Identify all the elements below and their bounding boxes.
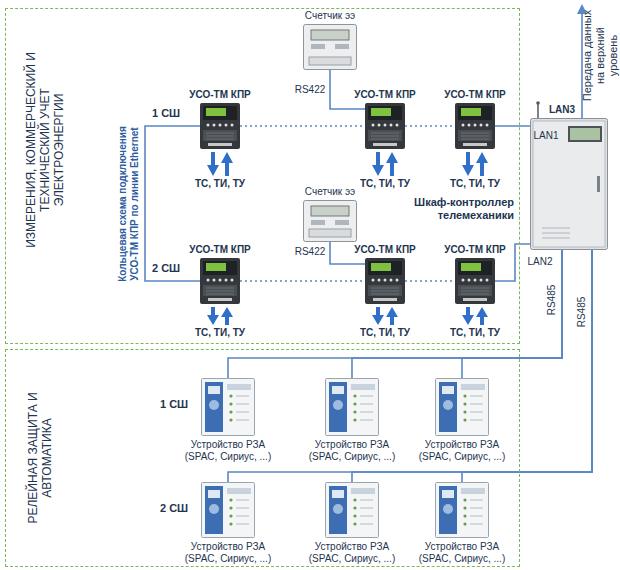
energy-meter: Счетчик ээ: [303, 200, 357, 242]
device-label: УСО-ТМ КПР: [189, 89, 250, 101]
connector: [240, 280, 365, 282]
busbar-label: 2 СШ: [160, 502, 188, 515]
device-label: УСО-ТМ КПР: [354, 244, 415, 256]
meter-picture: [303, 200, 357, 242]
rza-picture: [435, 378, 489, 436]
io-module: УСО-ТМ КПР: [365, 258, 405, 304]
energy-meter: Счетчик ээ: [303, 24, 357, 70]
busbar-label: 1 СШ: [160, 398, 188, 411]
connector: [405, 280, 455, 282]
device-label: УСО-ТМ КПР: [444, 244, 505, 256]
connector: [405, 125, 455, 127]
uso-picture: [200, 103, 240, 149]
io-module: УСО-ТМ КПР: [200, 103, 240, 149]
signal-label: ТС, ТИ, ТУ: [360, 327, 410, 339]
device-label: Устройство РЗА (SPAC, Сириус, ...): [176, 541, 280, 565]
connector: [228, 250, 592, 482]
cabinet-label: Шкаф-контроллер телемеханики: [402, 196, 514, 222]
region-frame: Устройство РЗА (SPAC, Сириус, ...)Устрой…: [5, 349, 520, 567]
io-module: УСО-ТМ КПР: [200, 258, 240, 304]
connector: [145, 126, 200, 281]
device-label: УСО-ТМ КПР: [444, 89, 505, 101]
edge-label: Кольцевая схема подключения УСО-ТМ КПР п…: [116, 122, 140, 287]
uso-picture: [455, 258, 495, 304]
device-label: Устройство РЗА (SPAC, Сириус, ...): [300, 439, 404, 463]
region-frame: Счетчик ээУСО-ТМ КПРУСО-ТМ КПРУСО-ТМ КПР…: [5, 8, 520, 344]
connector: [495, 125, 530, 127]
relay-protection-device: Устройство РЗА (SPAC, Сириус, ...): [201, 378, 255, 436]
device-label: УСО-ТМ КПР: [354, 89, 415, 101]
edge-label: RS422: [295, 84, 326, 96]
connector: [240, 125, 365, 127]
edge-label: RS422: [295, 246, 326, 258]
dashed-frame: [5, 8, 520, 344]
edge-label: RS485: [546, 280, 558, 320]
edge-label: RS485: [576, 292, 588, 332]
relay-protection-device: Устройство РЗА (SPAC, Сириус, ...): [325, 482, 379, 538]
busbar-label: 1 СШ: [152, 107, 180, 120]
edge-label: LAN1: [533, 130, 558, 142]
uso-picture: [365, 258, 405, 304]
note-label: Передача данных на верхний уровень: [581, 5, 620, 105]
rza-picture: [201, 482, 255, 538]
rza-picture: [201, 378, 255, 436]
region-title: РЕЛЕЙНАЯ ЗАЩИТА И АВТОМАТИКА: [26, 383, 54, 533]
signal-label: ТС, ТИ, ТУ: [195, 327, 245, 339]
signal-label: ТС, ТИ, ТУ: [450, 178, 500, 190]
device-label: Устройство РЗА (SPAC, Сириус, ...): [176, 439, 280, 463]
io-module: УСО-ТМ КПР: [455, 103, 495, 149]
connector: [228, 250, 562, 378]
edge-label: LAN2: [527, 256, 552, 268]
io-module: УСО-ТМ КПР: [455, 258, 495, 304]
uso-picture: [455, 103, 495, 149]
region-title: ИЗМЕРЕНИЯ, КОММЕРЧЕСКИЙ И ТЕХНИЧЕСКИЙ УЧ…: [24, 40, 66, 260]
relay-protection-device: Устройство РЗА (SPAC, Сириус, ...): [325, 378, 379, 436]
rza-picture: [435, 482, 489, 538]
signal-arrows: [207, 152, 488, 325]
device-label: Устройство РЗА (SPAC, Сириус, ...): [300, 541, 404, 565]
signal-label: ТС, ТИ, ТУ: [360, 178, 410, 190]
signal-label: ТС, ТИ, ТУ: [195, 178, 245, 190]
relay-protection-device: Устройство РЗА (SPAC, Сириус, ...): [435, 482, 489, 538]
busbar-label: 2 СШ: [152, 262, 180, 275]
uso-picture: [365, 103, 405, 149]
device-label: УСО-ТМ КПР: [189, 244, 250, 256]
device-label: Устройство РЗА (SPAC, Сириус, ...): [410, 439, 514, 463]
meter-picture: [303, 24, 357, 70]
relay-protection-device: Устройство РЗА (SPAC, Сириус, ...): [201, 482, 255, 538]
rza-picture: [325, 482, 379, 538]
device-label: Счетчик ээ: [305, 186, 355, 198]
antenna: [536, 101, 540, 118]
device-label: Устройство РЗА (SPAC, Сириус, ...): [410, 541, 514, 565]
relay-protection-device: Устройство РЗА (SPAC, Сириус, ...): [435, 378, 489, 436]
uso-picture: [200, 258, 240, 304]
connector: [352, 250, 562, 378]
signal-label: ТС, ТИ, ТУ: [450, 327, 500, 339]
rza-picture: [325, 378, 379, 436]
connector: [462, 250, 562, 378]
port-label: LAN3: [549, 104, 575, 116]
io-module: УСО-ТМ КПР: [365, 103, 405, 149]
device-label: Счетчик ээ: [305, 10, 355, 22]
